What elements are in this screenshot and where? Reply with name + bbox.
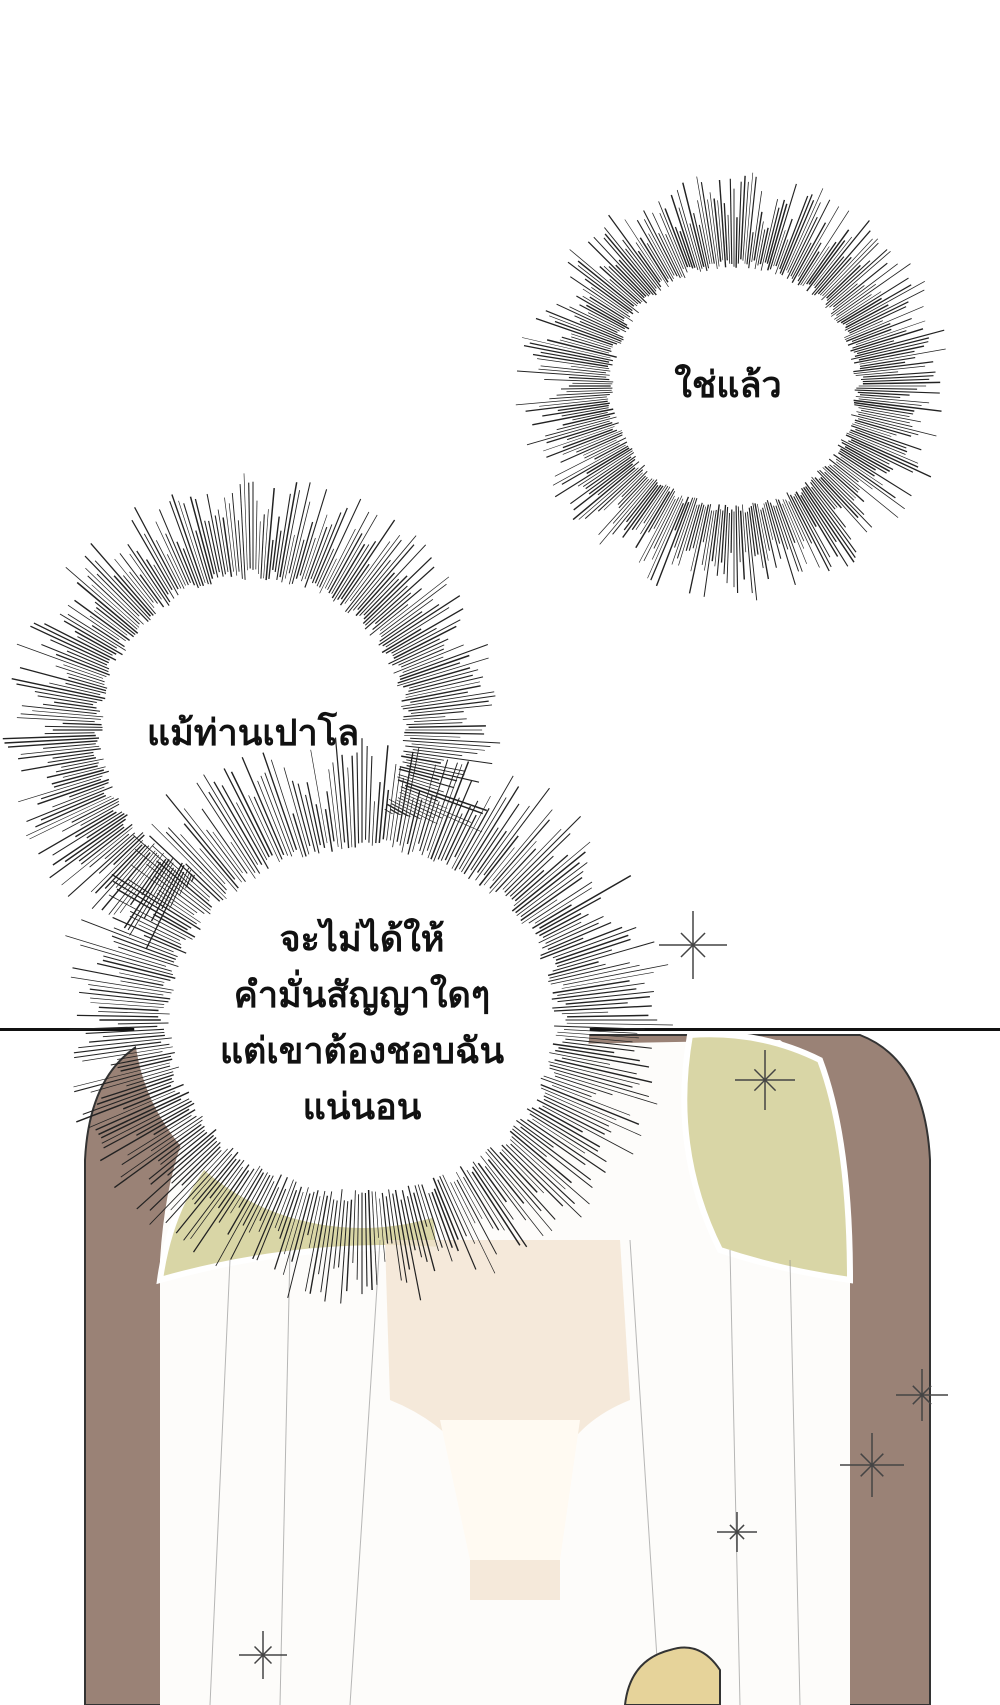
burst-yes: [515, 172, 946, 601]
promise-line-2: คำมั่นสัญญาใดๆ: [233, 975, 491, 1016]
emphasis-bursts: [2, 172, 946, 1304]
bubble-yes-text: ใช่แล้ว: [674, 365, 782, 406]
promise-line-3: แต่เขาต้องชอบฉัน: [219, 1031, 505, 1072]
curtain-right: [681, 1031, 854, 1284]
sparkle-icon: [735, 1050, 795, 1110]
promise-line-4: แน่นอน: [302, 1087, 422, 1128]
sparkle-icon: [896, 1369, 948, 1421]
altar-ornament-inner: [440, 1420, 580, 1560]
sparkles: [239, 911, 948, 1679]
curtain-lines: [209, 1239, 801, 1705]
promise-line-1: จะไม่ได้ให้: [279, 919, 445, 960]
bubble-promise-text: จะไม่ได้ให้ คำมั่นสัญญาใดๆ แต่เขาต้องชอบ…: [220, 912, 504, 1136]
character-hair: [623, 1646, 721, 1705]
sparkle-icon: [659, 911, 727, 979]
sparkle-icon: [717, 1512, 757, 1552]
bubble-even-paolo-text: แม้ท่านเปาโล: [146, 713, 360, 754]
sparkle-icon: [840, 1433, 904, 1497]
sparkle-icon: [239, 1631, 287, 1679]
burst-promise: [65, 737, 673, 1304]
